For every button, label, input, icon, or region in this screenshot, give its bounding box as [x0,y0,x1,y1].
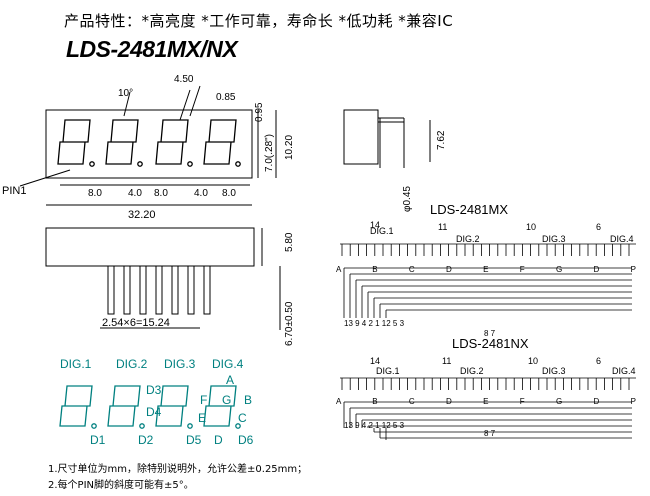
front-digit-4-dp [235,161,241,167]
bottom-pin-6 [187,265,195,315]
nx-pin6: 6 [596,356,601,366]
seg-a: A [226,373,234,387]
dim-depth: 7.62 [436,130,447,150]
dim-pin-length: 6.70±0.50 [284,301,295,346]
seg-digit-2 [107,385,141,427]
dim-overall-width: 32.20 [128,209,156,220]
side-view-drawing: 7.62 φ0.45 [343,109,447,212]
nx-dig3: DIG.3 [542,366,566,376]
mx-dp-pins: 8 7 [484,329,496,338]
nx-dig4: DIG.4 [612,366,636,376]
seg-d: D [214,433,223,447]
dim-total-height: 10.20 [284,135,295,160]
bottom-pin-4 [155,265,163,315]
segment-name-diagram: DIG.1 DIG.2 DIG.3 DIG.4 A B C E F G D1 D… [59,357,254,447]
front-digit-3 [155,119,189,165]
mx-dig2: DIG.2 [456,234,480,244]
dim-pin-pitch: 2.54×6=15.24 [102,317,170,329]
mx-pin14: 14 [370,220,380,230]
circuit-mx-title: LDS-2481MX [430,202,508,217]
seg-d2: D2 [138,433,154,447]
dim-b2: 8.0 [154,188,168,199]
note-1: 1.尺寸单位为mm，除特别说明外，允许公差±0.25mm； [48,464,308,475]
bottom-pin-7 [203,265,211,315]
seg-e: E [198,411,206,425]
seg-d1: D1 [90,433,106,447]
dim-body-height: 5.80 [284,232,295,252]
bottom-pin-5 [171,265,179,315]
nx-pin11: 11 [442,356,451,366]
mx-dig1: DIG.1 [370,226,394,236]
seg-c: C [238,411,247,425]
dim-angle: 10° [118,88,133,99]
bottom-pin-2 [123,265,131,315]
nx-bottom-pins: 13 9 4 2 1 12 5 3 [344,421,405,430]
seg-digit-1 [59,385,93,427]
front-digit-1 [57,119,91,165]
seg-g: G [222,393,231,407]
seg-d4: D4 [146,405,162,419]
circuit-diagrams: LDS-2481MX DIG.1 DIG.2 DIG.3 DIG.4 14 11… [336,202,636,440]
mx-bottom-pins: 13 9 4 2 1 12 5 3 [344,319,405,328]
nx-dp-pins: 8 7 [484,429,496,438]
seg-d3: D3 [146,383,162,397]
dim-b1: 4.0 [128,188,142,199]
circuit-mx: LDS-2481MX DIG.1 DIG.2 DIG.3 DIG.4 14 11… [336,202,636,338]
nx-dig1: DIG.1 [376,366,400,376]
seg-digit-3-dp [187,423,193,429]
circuit-nx: LDS-2481NX DIG.1 DIG.2 DIG.3 DIG.4 14 11… [336,336,636,438]
dim-digit-height: 7.0(.28") [264,134,275,172]
mx-pin10: 10 [526,222,536,232]
features-text: 产品特性：*高亮度 *工作可靠，寿命长 *低功耗 *兼容IC [64,12,454,30]
nx-dig2: DIG.2 [460,366,484,376]
seg-dig3-label: DIG.3 [164,357,196,371]
note-2: 2.每个PIN脚的斜度可能有±5°。 [48,480,194,491]
dim-b3: 4.0 [194,188,208,199]
seg-d6: D6 [238,433,254,447]
dim-b0: 8.0 [88,188,102,199]
dim-095: 0.95 [254,102,265,122]
seg-digit-1-dp [91,423,97,429]
seg-f: F [200,393,207,407]
seg-dig4-label: DIG.4 [212,357,244,371]
dim-pin-diameter: φ0.45 [402,186,413,212]
seg-digit-4 [203,385,237,427]
bottom-pin-1 [107,265,115,315]
mx-pin6: 6 [596,222,601,232]
seg-digit-3 [155,385,189,427]
front-digit-1-dp [89,161,95,167]
seg-digit-2-dp [139,423,145,429]
front-digit-2 [105,119,139,165]
mx-seg-letters: A B C D E F G D P [336,265,636,274]
mx-dig3: DIG.3 [542,234,566,244]
seg-dig2-label: DIG.2 [116,357,148,371]
nx-seg-letters: A B C D E F G D P [336,397,636,406]
nx-pin10: 10 [528,356,538,366]
dim-seg: 0.85 [216,92,236,103]
seg-b: B [244,393,252,407]
front-digit-3-dp [187,161,193,167]
pin1-label: PIN1 [2,185,26,197]
circuit-nx-title: LDS-2481NX [452,336,529,351]
seg-d5: D5 [186,433,202,447]
nx-pin14: 14 [370,356,380,366]
front-view-drawing: 10° 4.50 0.85 0.95 7.0(.28") 10.20 8.0 4… [2,74,295,220]
dim-digit-width: 4.50 [174,74,194,85]
seg-dig1-label: DIG.1 [60,357,92,371]
bottom-pin-3 [139,265,147,315]
mx-dig4: DIG.4 [610,234,634,244]
model-title: LDS-2481MX/NX [66,36,238,62]
seg-digit-4-dp [235,423,241,429]
mx-pin11: 11 [438,222,447,232]
front-digit-2-dp [137,161,143,167]
front-digit-4 [203,119,237,165]
dim-b4: 8.0 [222,188,236,199]
bottom-view-drawing: 5.80 6.70±0.50 2.54×6=15.24 [45,227,295,346]
